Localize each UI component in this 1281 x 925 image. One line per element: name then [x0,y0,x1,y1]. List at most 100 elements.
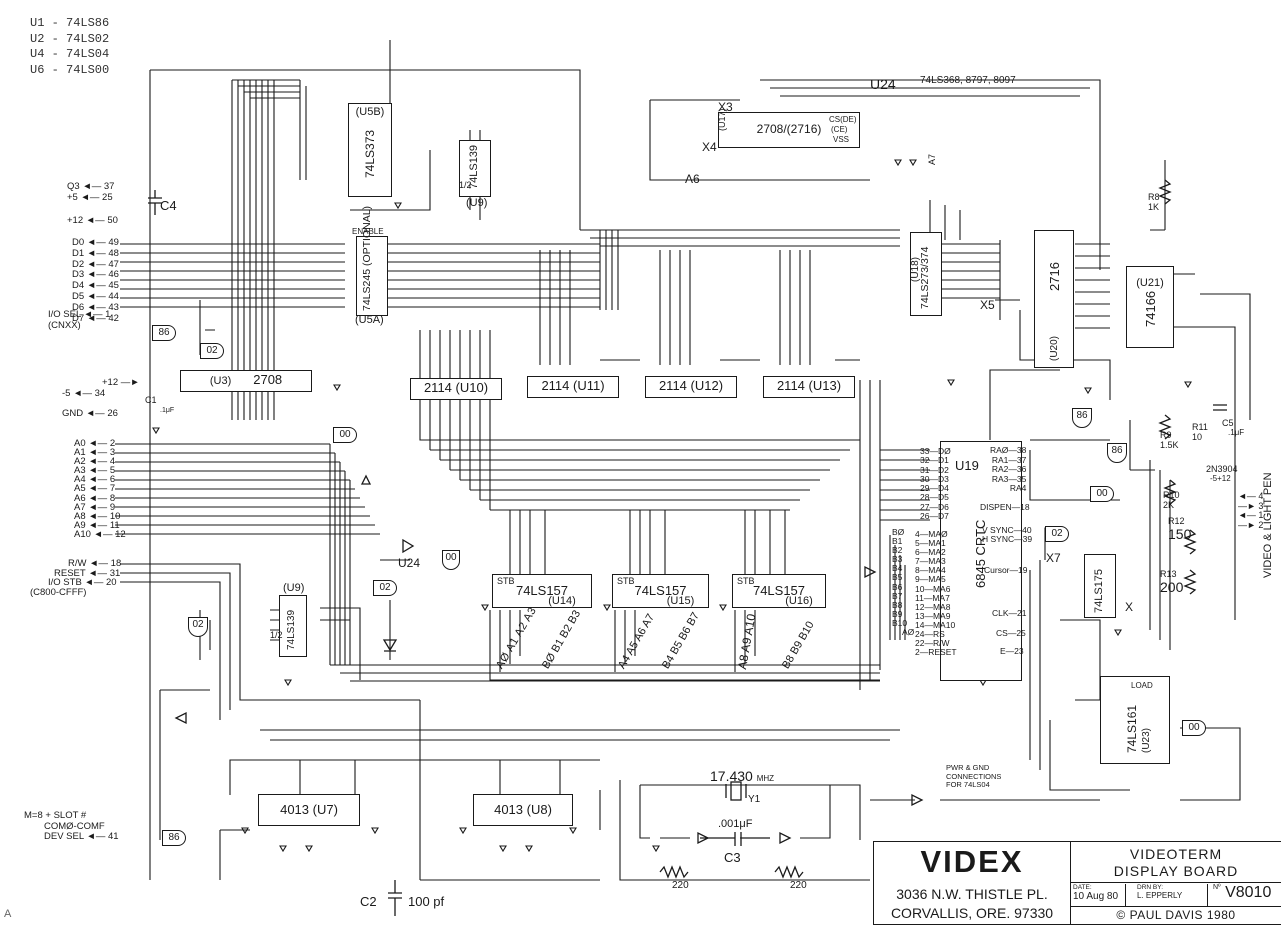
addr-pin: 9 [109,501,116,513]
data-name: D0 [72,237,85,248]
pin-label: MA10 [932,619,956,630]
pin-num: 38 [1016,445,1027,455]
res-label: R13 [1160,569,1177,579]
ctrl-name: R/W [68,558,87,569]
nor-gate-02: 02 [200,343,224,359]
power-name: +12 [102,377,119,388]
chip-u14: STB 74LS157 (U14) [492,574,592,608]
pin-label: RS [932,629,945,640]
nor-gate-02-c: 02 [188,617,208,637]
chip-name: 74LS245 (OPTIONAL) [361,205,373,311]
b-label: B10 [892,617,908,628]
chip-u25: 74LS175 [1084,554,1116,618]
date-label: DATE: [1073,884,1092,891]
pin-label: RAØ [990,445,1009,455]
nor-gate-02-b: 02 [373,580,397,596]
pin-label: DISPEN [980,502,1012,512]
pin-num: 35 [1016,473,1027,484]
edge-power: +12 —► -5 ◄— 34 GND ◄— 26 [62,377,140,419]
cs-label: VSS [833,135,850,144]
chip-u16: STB 74LS157 (U16) [732,574,826,608]
pin-num: 4 [915,529,920,539]
pin-num: 10 [915,583,925,594]
io-pin: 1 [105,309,111,320]
pin-num: 2 [915,647,920,658]
slot-line: 41 [107,831,119,842]
crystal-unit: MHZ [756,774,775,783]
chip-u20: 2716 (U20) [1034,230,1074,368]
addr-name: A10 [74,528,91,540]
pwr-line: CONNECTIONS [946,771,1002,781]
legend-line: U2 - 74LS02 [30,31,110,46]
cap-c1-value: .1μF [160,407,175,414]
edge-signals-top: Q3 ◄— 37 +5 ◄— 25 +12 ◄— 50 [67,181,118,226]
legend-line: U4 - 74LS04 [30,47,110,61]
jumper-x: X [1125,600,1134,614]
pin-label: MA4 [928,565,946,576]
edge-signal-name: Q3 [67,181,80,192]
xor-gate-86-d: 86 [162,830,186,846]
pin-label: MA7 [932,592,950,603]
edge-signal-name: +12 [67,214,84,226]
number-label: Nº [1213,884,1221,891]
addr-pin: 4 [109,456,116,468]
b-label: B2 [892,545,903,556]
u9-low-half: 1/2 [270,630,283,640]
drawn-by-label: DRN BY: [1137,884,1164,891]
supply-note: -5+12 [1210,474,1231,483]
pin-num: 33 [920,446,930,456]
addr-pin: 2 [109,438,116,449]
b-label: B1 [892,536,903,547]
jumper-x3: X3 [718,100,733,114]
edge-control: R/W ◄— 18 RESET ◄— 31 I/O STB ◄— 20 (C80… [30,558,122,598]
xor-gate-86-c: 86 [1107,443,1127,463]
chip-name: 2114 (U12) [658,378,724,393]
cap-c2-value: 100 pf [408,894,445,909]
res-value: 1.5K [1160,440,1179,450]
pin-num: 19 [1018,565,1028,575]
drawing-number-cell: Nº V8010 [1213,884,1279,906]
chip-name: 74LS161 [1125,704,1139,753]
pin-label: RA3 [991,473,1009,484]
chip-ref: (U14) [548,595,576,607]
crystal-value: 17.430 [710,768,753,784]
video-pin: 2 [1258,519,1264,530]
b-label: B9 [892,608,903,619]
res-osc-left: 220 [672,880,689,891]
slot-line: M=8 + SLOT # [24,810,87,821]
pin-num: 23 [1014,646,1024,656]
data-pin: 47 [108,258,119,270]
pin-label: V SYNC [982,525,1014,535]
pin-num: 39 [1022,534,1033,544]
crtc-mem-pins: 4—MAØ 5—MA1 6—MA2 7—MA3 8—MA4 9—MA5 10—M… [915,529,957,658]
chip-load: LOAD [1131,681,1153,690]
crtc-hsync: H SYNC—39 [982,534,1033,544]
pin-label: MAØ [928,529,948,539]
mux-bit: A9 [738,636,755,654]
b-label: B3 [892,554,903,565]
data-pin: 49 [108,237,119,248]
crtc-clk: CLK—21 [992,608,1027,618]
data-name: D1 [72,247,85,259]
pin-num: 7 [915,556,920,567]
ctrl-name: RESET [54,567,86,579]
chip-name: 74LS139 [286,609,297,650]
video-light-pen-label: VIDEO & LIGHT PEN [1262,472,1274,578]
jumper-x7: X7 [1046,551,1061,565]
chip-u11: 2114 (U11) [527,376,619,398]
chip-ref: (U21) [1136,277,1164,289]
data-pin: 45 [108,280,119,292]
nand-gate-00: 00 [333,427,357,443]
chip-stb: STB [737,576,755,586]
edge-address-bus: A0 ◄— 2 A1 ◄— 3 A2 ◄— 4 A3 ◄— 5 A4 ◄— 6 … [74,438,126,540]
chip-name: 4013 (U8) [494,802,552,817]
addr-name: A1 [74,447,86,459]
company-name: VIDEX [920,844,1024,879]
edge-signal-pin: 50 [107,214,118,226]
ctrl-pin: 31 [109,567,121,579]
res-value: 200 [1160,579,1184,595]
